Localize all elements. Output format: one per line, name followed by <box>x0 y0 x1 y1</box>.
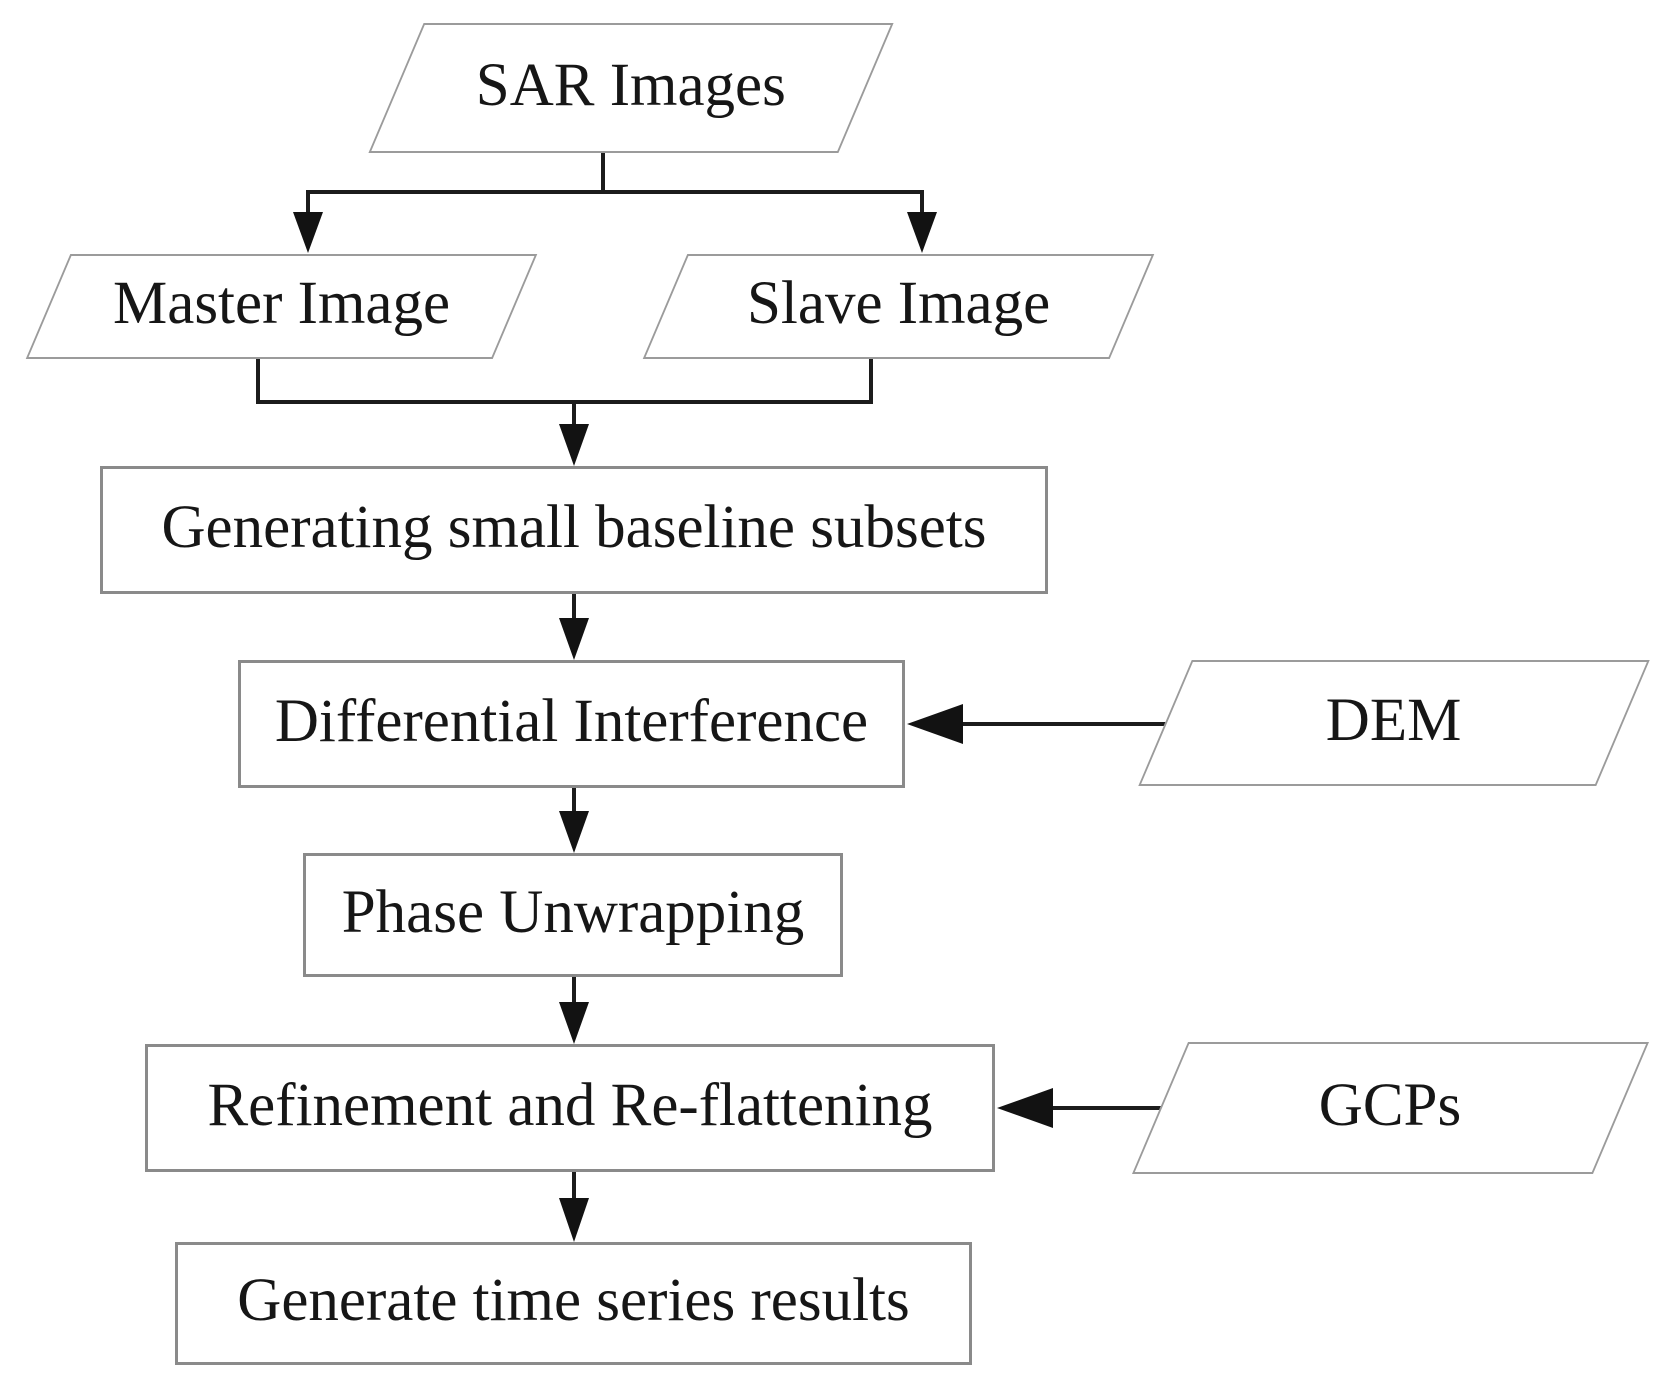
arrowhead-left-icon <box>997 1088 1053 1128</box>
master-image-label: Master Image <box>112 270 451 337</box>
phase-unwrapping-label: Phase Unwrapping <box>341 878 805 946</box>
gcps-label: GCPs <box>1319 1071 1462 1139</box>
slave-image-label: Slave Image <box>746 270 1051 337</box>
phase-unwrapping-node: Phase Unwrapping <box>303 853 843 977</box>
sar-images-label: SAR Images <box>475 51 787 119</box>
edge-sar-split <box>306 152 924 194</box>
master-image-node: Master Image <box>25 254 538 359</box>
arrowhead-down-icon <box>293 212 323 253</box>
gcps-node: GCPs <box>1131 1042 1650 1174</box>
arrowhead-down-icon <box>559 424 589 466</box>
sar-images-node: SAR Images <box>368 23 894 153</box>
arrowhead-left-icon <box>907 704 963 744</box>
refinement-reflattening-node: Refinement and Re-flattening <box>145 1044 995 1172</box>
refinement-reflattening-label: Refinement and Re-flattening <box>207 1071 933 1139</box>
edge-refinement-to-timeseries <box>559 1170 589 1242</box>
slave-image-node: Slave Image <box>642 254 1155 359</box>
arrowhead-down-icon <box>559 1198 589 1242</box>
time-series-results-label: Generate time series results <box>237 1267 910 1334</box>
edge-generating-to-differential <box>559 592 589 660</box>
time-series-results-node: Generate time series results <box>175 1242 972 1365</box>
differential-interference-label: Differential Interference <box>274 687 869 755</box>
generating-subsets-node: Generating small baseline subsets <box>100 466 1048 594</box>
edge-sar-to-master <box>293 190 323 253</box>
generating-subsets-label: Generating small baseline subsets <box>161 493 987 561</box>
dem-node: DEM <box>1138 660 1650 786</box>
edge-merge-to-generating <box>256 358 873 466</box>
edge-dem-to-differential <box>907 704 1166 744</box>
edge-differential-to-phase <box>559 786 589 853</box>
arrowhead-down-icon <box>559 811 589 853</box>
arrowhead-down-icon <box>559 618 589 660</box>
edge-sar-to-slave <box>907 190 937 253</box>
dem-label: DEM <box>1326 686 1462 754</box>
arrowhead-down-icon <box>907 212 937 253</box>
arrowhead-down-icon <box>559 1002 589 1044</box>
edge-gcps-to-refinement <box>997 1088 1168 1128</box>
differential-interference-node: Differential Interference <box>238 660 905 788</box>
edge-phase-to-refinement <box>559 975 589 1044</box>
